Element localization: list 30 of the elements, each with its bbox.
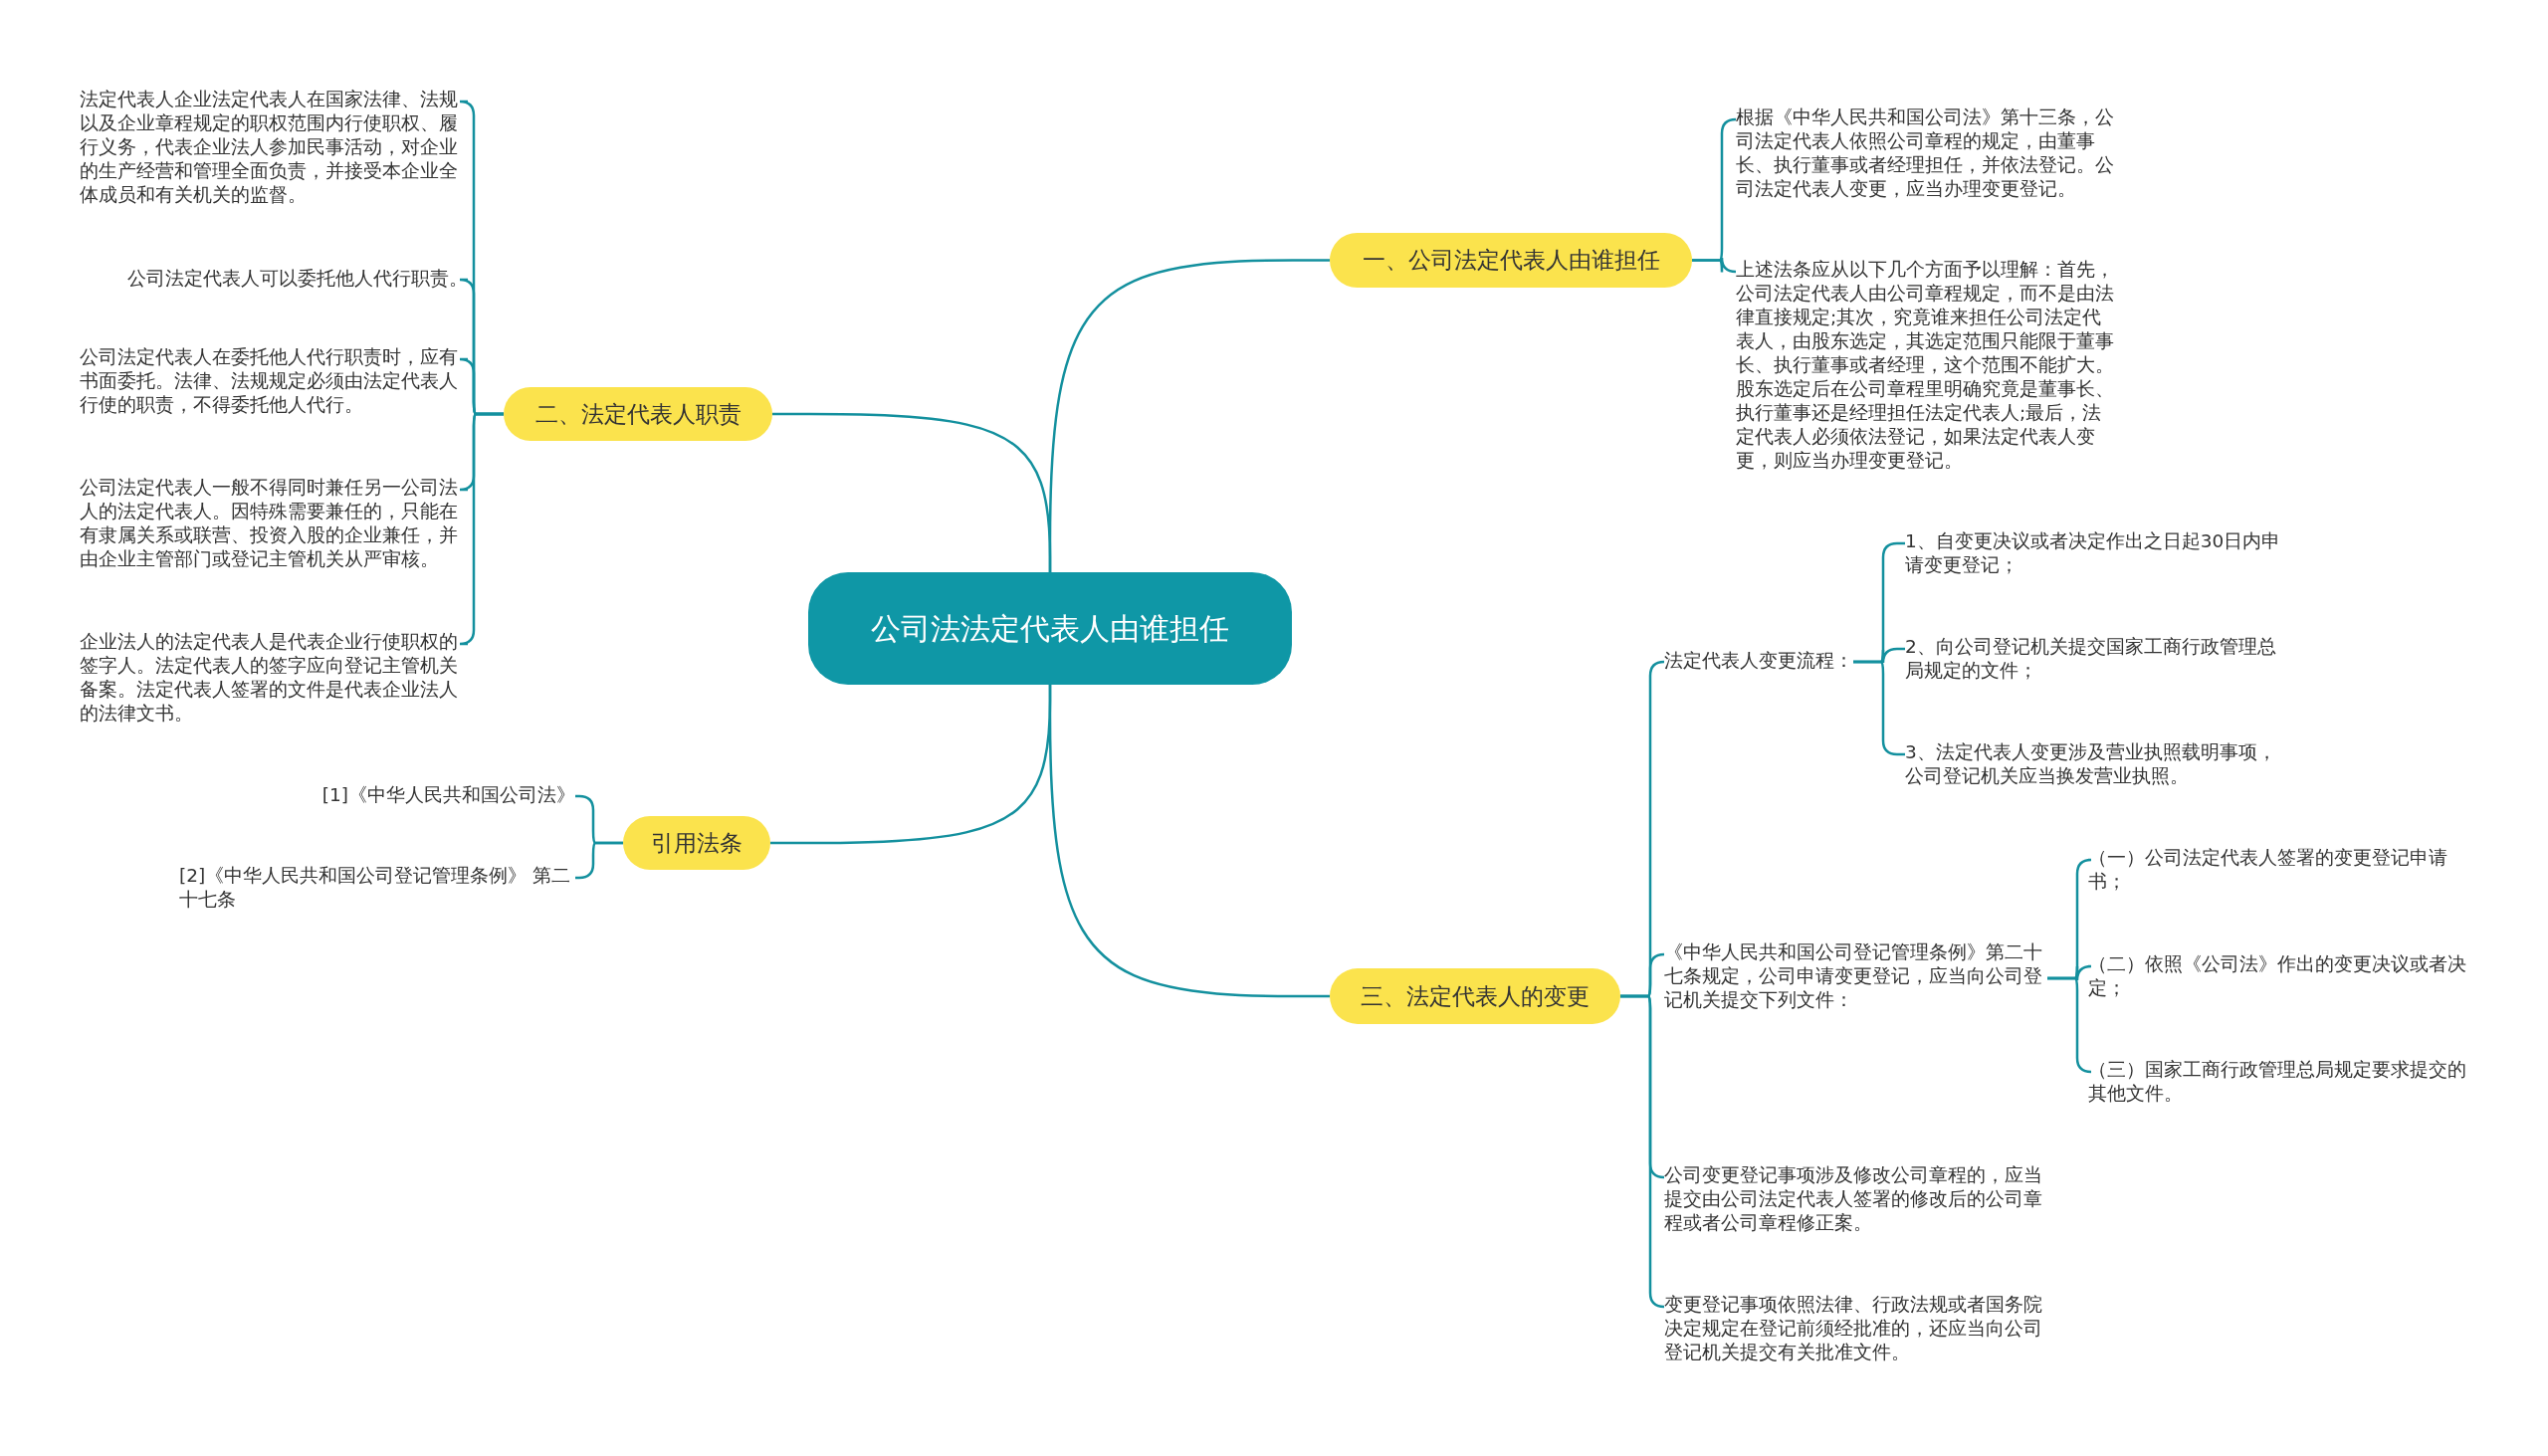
topic-text: 2、向公司登记机关提交国家工商行政管理总局规定的文件； xyxy=(1905,635,2283,683)
topic-text: 法定代表人企业法定代表人在国家法律、法规以及企业章程规定的职权范围内行使职权、履行义务，代表企业法人参加民事活动，对企业的生产经营和管理全面负责，并接受本企业全体成员和有关机关的监督。 xyxy=(80,88,468,207)
topic-text: 公司法定代表人在委托他人代行职责时，应有书面委托。法律、法规规定必须由法定代表人行使的职责，不得委托他人代行。 xyxy=(80,345,468,417)
topic-text: 《中华人民共和国公司登记管理条例》第二十七条规定，公司申请变更登记，应当向公司登记机关提交下列文件： xyxy=(1664,940,2047,1012)
topic-text: 公司法定代表人可以委托他人代行职责。 xyxy=(80,267,468,291)
connector-line xyxy=(772,412,1052,572)
branch-topic: 引用法条 xyxy=(623,816,770,870)
topic-text: 根据《中华人民共和国公司法》第十三条，公司法定代表人依照公司章程的规定，由董事长、执行董事或者经理担任，并依法登记。公司法定代表人变更，应当办理变更登记。 xyxy=(1736,105,2119,201)
topic-text: 1、自变更决议或者决定作出之日起30日内申请变更登记； xyxy=(1905,529,2283,577)
connector-line xyxy=(1048,685,1330,998)
topic-text: （三）国家工商行政管理总局规定要求提交的其他文件。 xyxy=(2088,1058,2471,1106)
topic-text: 上述法条应从以下几个方面予以理解：首先，公司法定代表人由公司章程规定，而不是由法律直接规定;其次，究竟谁来担任公司法定代表人，由股东选定，其选定范围只能限于董事长、执行董事或者经理，这个范围不能扩大。股东选定后在公司章程里明确究竟是董事长、执行董事还是经理担任法定代表人;最后，法定代表人必须依法登记，如果法定代表人变更，则应当办理变更登记。 xyxy=(1736,258,2119,473)
topic-text: 公司变更登记事项涉及修改公司章程的，应当提交由公司法定代表人签署的修改后的公司章程或者公司章程修正案。 xyxy=(1664,1163,2047,1235)
connector-line xyxy=(1692,256,1738,274)
topic-text: 3、法定代表人变更涉及营业执照载明事项，公司登记机关应当换发营业执照。 xyxy=(1905,740,2283,788)
connector-line xyxy=(2047,976,2093,1074)
topic-text: 公司法定代表人一般不得同时兼任另一公司法人的法定代表人。因特殊需要兼任的，只能在有隶属关系或联营、投资入股的企业兼任，并由企业主管部门或登记主管机关从严审核。 xyxy=(80,476,468,571)
topic-text: [1]《中华人民共和国公司法》 xyxy=(299,783,575,807)
topic-text: 法定代表人变更流程： xyxy=(1664,649,1853,673)
topic-text: 变更登记事项依照法律、行政法规或者国务院决定规定在登记前须经批准的，还应当向公司登记机关提交有关批准文件。 xyxy=(1664,1293,2047,1364)
topic-text: （一）公司法定代表人签署的变更登记申请书； xyxy=(2088,846,2471,894)
connector-line xyxy=(1620,994,1666,1309)
topic-text: 企业法人的法定代表人是代表企业行使职权的签字人。法定代表人的签字应向登记主管机关备案。法定代表人签署的文件是代表企业法人的法律文书。 xyxy=(80,630,468,726)
branch-topic: 三、法定代表人的变更 xyxy=(1330,968,1620,1024)
topic-text: [2]《中华人民共和国公司登记管理条例》 第二十七条 xyxy=(179,864,575,912)
topic-text: （二）依照《公司法》作出的变更决议或者决定； xyxy=(2088,952,2471,1000)
branch-topic: 一、公司法定代表人由谁担任 xyxy=(1330,233,1692,288)
central-topic: 公司法法定代表人由谁担任 xyxy=(808,572,1292,685)
branch-topic: 二、法定代表人职责 xyxy=(504,387,772,441)
connector-line xyxy=(575,841,623,880)
